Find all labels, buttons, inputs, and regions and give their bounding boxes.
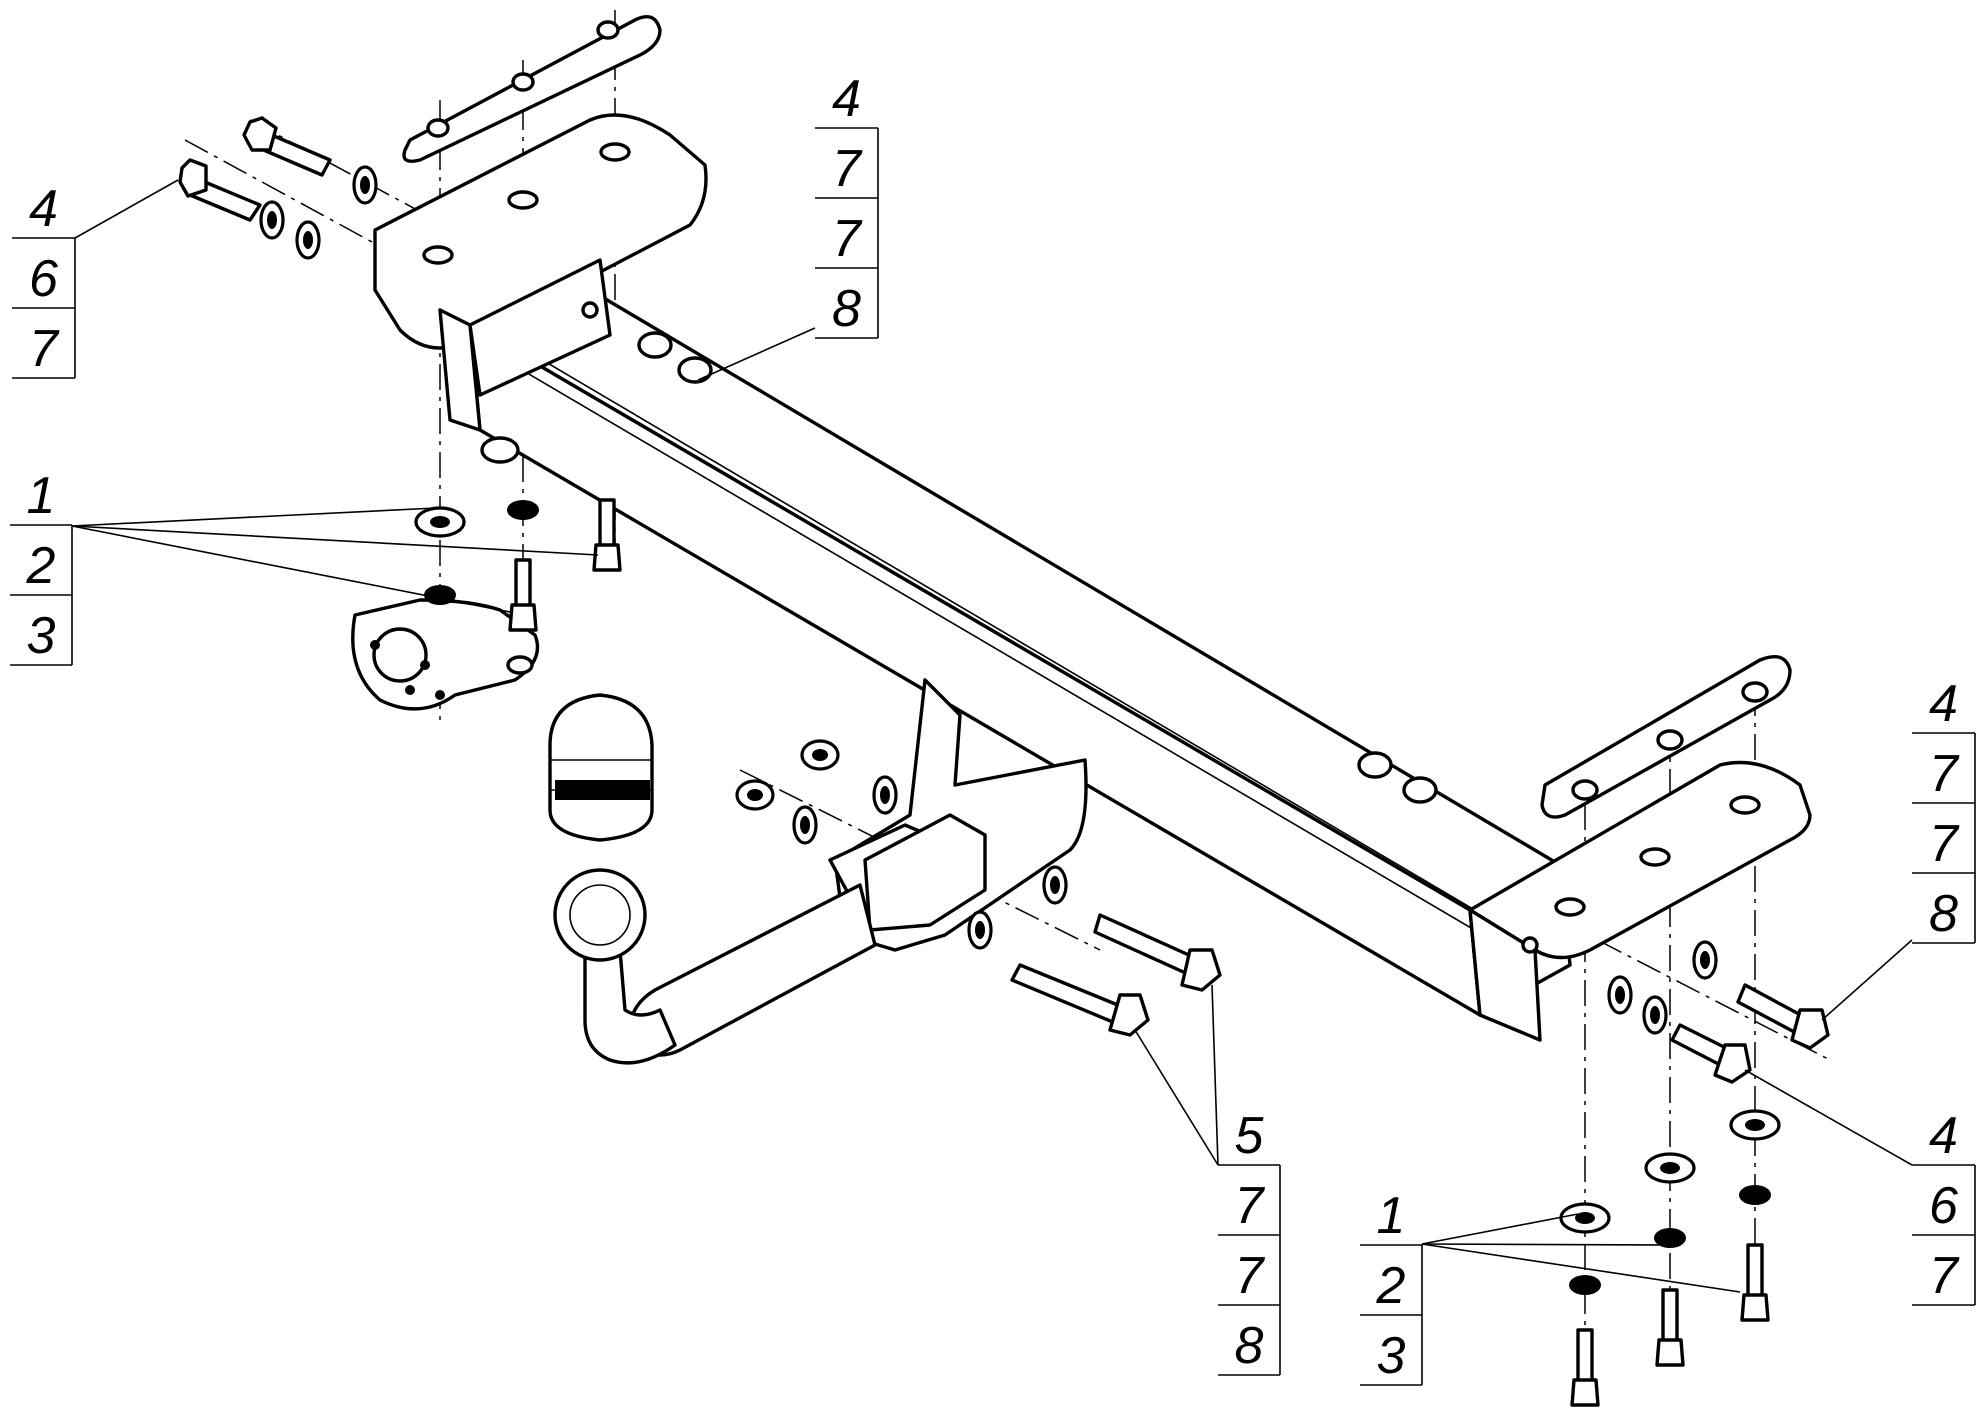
callout-bc: 5 7 7 8 — [1218, 1107, 1281, 1376]
callout-label: 8 — [832, 280, 861, 338]
callout-tables: 4 6 7 4 7 7 8 1 2 3 5 7 7 8 1 2 3 4 7 7 8 4 6 7 — [10, 70, 1976, 1386]
washers — [259, 165, 1781, 1295]
callout-rt: 4 7 7 8 — [1912, 675, 1976, 944]
callout-label: 7 — [1929, 745, 1960, 803]
bolt-hitch-1 — [1010, 963, 1150, 1037]
callout-label: 1 — [27, 467, 56, 525]
right-top-strap — [1540, 655, 1792, 819]
callout-label: 5 — [1235, 1107, 1265, 1165]
bolt-vertical-5 — [1740, 1243, 1770, 1322]
callout-label: 7 — [29, 320, 60, 378]
bolt-vertical-2 — [592, 498, 622, 572]
socket-bracket — [351, 598, 540, 711]
bolt-right-lower — [1670, 1023, 1752, 1084]
left-top-strap — [402, 15, 662, 163]
crossbar-nuts — [637, 331, 1438, 804]
ball-cap — [548, 693, 654, 842]
callout-rb: 4 6 7 — [1912, 1107, 1976, 1306]
bolt-left-upper — [242, 116, 332, 177]
tow-ball-arm — [553, 678, 1088, 1065]
callout-tl: 4 6 7 — [12, 180, 76, 379]
callout-label: 7 — [832, 140, 863, 198]
callout-label: 2 — [1376, 1257, 1406, 1315]
bolt-vertical-4 — [1655, 1288, 1685, 1367]
callout-label: 8 — [1929, 885, 1958, 943]
bolt-right-upper — [1736, 983, 1830, 1050]
leader-lines — [71, 179, 1913, 1293]
bolt-left-lower — [178, 158, 262, 222]
bolts — [178, 116, 1830, 1407]
callout-label: 7 — [1929, 1247, 1960, 1305]
callout-label: 4 — [1929, 1107, 1958, 1165]
callout-label: 7 — [1235, 1247, 1266, 1305]
callout-label: 6 — [1929, 1177, 1958, 1235]
bolt-vertical-1 — [508, 558, 538, 632]
callout-label: 4 — [1929, 675, 1958, 733]
callout-ml: 1 2 3 — [10, 467, 73, 666]
left-bracket — [373, 113, 708, 464]
callout-tc: 4 7 7 8 — [815, 70, 879, 339]
callout-label: 7 — [1929, 815, 1960, 873]
callout-label: 1 — [1377, 1187, 1406, 1245]
callout-label: 4 — [832, 70, 861, 128]
callout-br: 1 2 3 — [1360, 1187, 1423, 1386]
callout-label: 3 — [1377, 1327, 1406, 1385]
callout-label: 2 — [26, 537, 56, 595]
callout-label: 4 — [29, 180, 58, 238]
callout-label: 6 — [29, 250, 58, 308]
right-bracket — [1468, 760, 1812, 1042]
callout-label: 7 — [832, 210, 863, 268]
callout-label: 3 — [27, 607, 56, 665]
callout-label: 7 — [1235, 1177, 1266, 1235]
bolt-vertical-3 — [1570, 1328, 1600, 1407]
bolt-hitch-2 — [1093, 913, 1222, 992]
callout-label: 8 — [1235, 1317, 1264, 1375]
